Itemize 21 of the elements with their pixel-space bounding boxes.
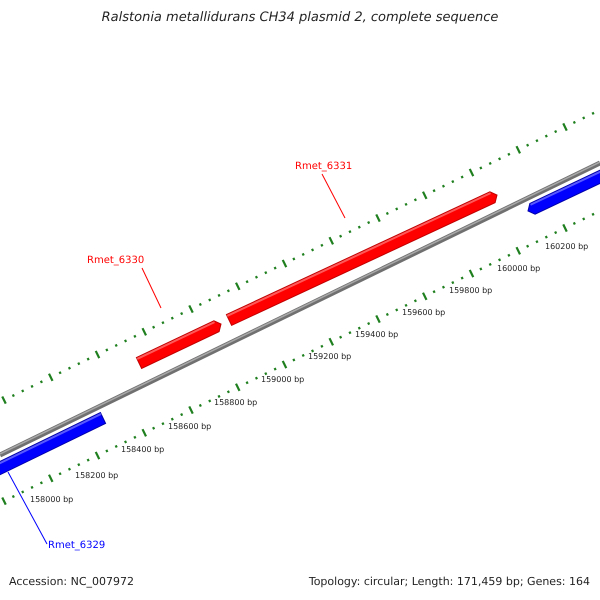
position-label: 159200 bp xyxy=(308,353,352,361)
position-label: 159600 bp xyxy=(402,309,446,317)
position-label: 158600 bp xyxy=(168,423,212,431)
gene-label: Rmet_6331 xyxy=(295,162,352,172)
position-label: 159000 bp xyxy=(261,376,304,384)
position-label: 158000 bp xyxy=(30,496,74,504)
title: Ralstonia metallidurans CH34 plasmid 2, complete sequence xyxy=(100,11,500,24)
gene-label: Rmet_6329 xyxy=(48,541,106,551)
gene-bar xyxy=(226,191,498,326)
footer-text: Topology: circular; Length: 171,459 bp; Genes: 164 xyxy=(308,576,590,587)
footer-text: Accession: NC_007972 xyxy=(9,576,134,587)
gene-bar xyxy=(527,168,600,215)
gene-bar xyxy=(0,412,106,478)
position-label: 160200 bp xyxy=(545,243,588,251)
leader-line xyxy=(142,268,162,308)
position-label: 158200 bp xyxy=(75,472,118,480)
position-label: 159800 bp xyxy=(449,287,492,295)
leader-line xyxy=(322,174,346,218)
gene-bar xyxy=(136,320,222,370)
leader-line xyxy=(8,472,48,544)
gene-label: Rmet_6330 xyxy=(87,256,144,266)
